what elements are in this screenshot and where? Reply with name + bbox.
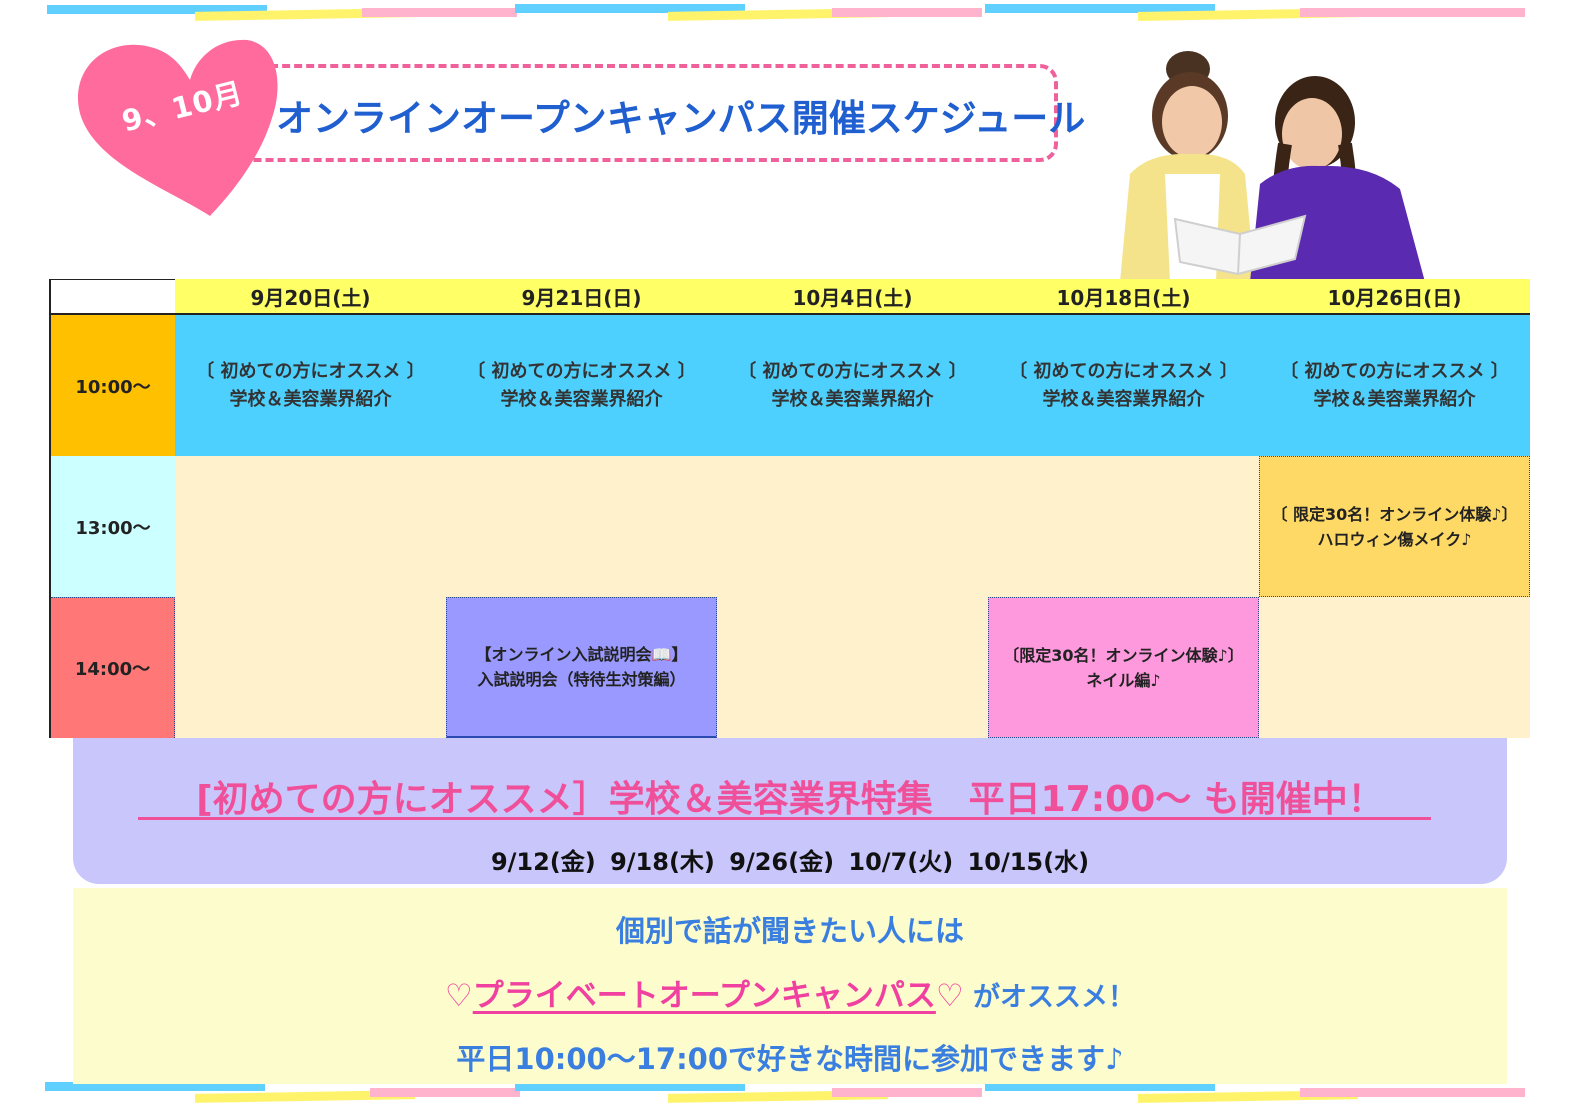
date-header: 9月20日(土) [250,285,371,310]
decor-stripe [45,1082,265,1091]
decor-stripe [985,1082,1215,1091]
heart-outline-icon: ♡ [935,978,964,1014]
private-recommend-text: がオススメ！ [963,982,1136,1013]
event-tag: 〔 限定30名！オンライン体験♪〕 [1271,504,1518,524]
event-intro[interactable]: 〔 初めての方にオススメ 〕 学校＆美容業界紹介 [988,315,1259,456]
decor-stripe [47,5,267,14]
event-intro[interactable]: 〔 初めての方にオススメ 〕 学校＆美容業界紹介 [446,315,717,456]
event-title: 入試説明会（特待生対策編） [477,670,686,689]
students-photo [1120,51,1425,282]
event-intro[interactable]: 〔 初めての方にオススメ 〕 学校＆美容業界紹介 [175,315,446,456]
weekday-banner-title[interactable]: [初めての方にオススメ］学校＆美容業界特集 平日17:00～ も開催中！ [196,779,1384,820]
event-nail-experience[interactable]: 〔限定30名！オンライン体験♪〕 ネイル編♪ [988,597,1259,738]
private-campus-link[interactable]: プライベートオープンキャンパス [472,978,936,1014]
event-title: 学校＆美容業界紹介 [1042,388,1205,410]
event-title: ネイル編♪ [1086,670,1161,690]
decor-stripe [515,4,745,13]
header-divider [50,313,1530,315]
decor-stripe [362,8,517,17]
private-intro: 個別で話が聞きたい人には [615,914,964,948]
decor-stripe [515,1082,745,1091]
decor-stripe [1300,8,1525,17]
table-corner [50,279,175,315]
weekday-dates: 9/12(金) 9/18(木) 9/26(金) 10/7(火) 10/15(水) [490,848,1090,876]
event-title: 学校＆美容業界紹介 [1313,388,1476,410]
decor-stripe [832,1088,982,1097]
date-header: 10月18日(土) [1056,285,1191,310]
event-title: 学校＆美容業界紹介 [229,388,392,410]
event-halloween-makeup[interactable]: 〔 限定30名！オンライン体験♪〕 ハロウィン傷メイク♪ [1259,456,1530,597]
date-header: 9月21日(日) [521,285,642,310]
event-title: ハロウィン傷メイク♪ [1317,529,1472,549]
row-10-background [175,315,1530,456]
event-title: 学校＆美容業界紹介 [771,388,934,410]
private-hours: 平日10:00～17:00で好きな時間に参加できます♪ [456,1042,1124,1076]
decor-stripe [985,4,1215,13]
title-frame [246,64,1058,162]
date-header: 10月4日(土) [792,285,913,310]
event-tag: 〔限定30名！オンライン体験♪〕 [1003,645,1244,665]
weekday-banner [73,738,1507,884]
heart-outline-icon: ♡ [444,978,473,1014]
decor-stripe [1300,1088,1525,1097]
private-campus-line: ♡プライベートオープンキャンパス♡ がオススメ！ [73,970,1507,1015]
event-exam-briefing[interactable]: 【オンライン入試説明会📖】 入試説明会（特待生対策編） [446,597,717,738]
event-title: 学校＆美容業界紹介 [500,388,663,410]
banner-underline [138,817,1431,820]
page-title: オンラインオープンキャンパス開催スケジュール [276,97,1086,140]
time-slot-13: 13:00～ [51,456,175,597]
event-intro[interactable]: 〔 初めての方にオススメ 〕 学校＆美容業界紹介 [1259,315,1530,456]
private-campus-box [73,888,1507,1084]
time-slot-14: 14:00～ [51,597,175,738]
date-header: 10月26日(日) [1327,285,1462,310]
event-tag: 〔 初めての方にオススメ 〕 [1009,360,1238,382]
event-intro[interactable]: 〔 初めての方にオススメ 〕 学校＆美容業界紹介 [717,315,988,456]
event-tag: 〔 初めての方にオススメ 〕 [467,360,696,382]
heart-icon [77,39,278,217]
time-slot-10: 10:00～ [51,315,175,456]
event-tag: 〔 初めての方にオススメ 〕 [738,360,967,382]
event-tag: 〔 初めての方にオススメ 〕 [196,360,425,382]
event-tag: 〔 初めての方にオススメ 〕 [1280,360,1509,382]
table-left-border [49,279,51,738]
event-tag: 【オンライン入試説明会📖】 [475,645,688,664]
decor-stripe [832,8,982,17]
decor-stripe [370,1088,520,1097]
table-header-row [175,279,1530,313]
